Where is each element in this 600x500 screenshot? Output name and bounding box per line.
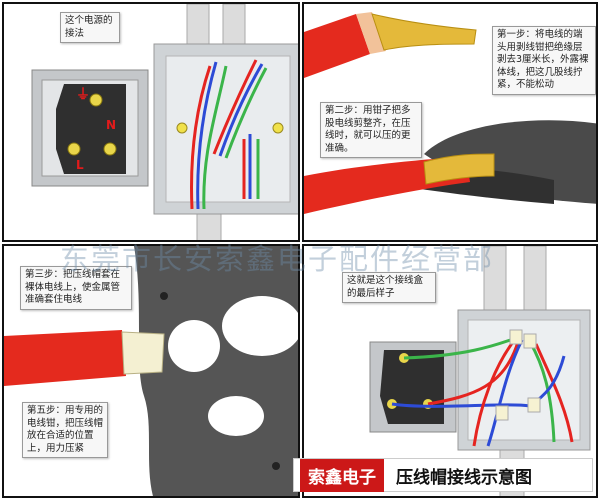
strip-cut-illustration [304, 12, 596, 214]
callout-final-box: 这就是这个接线盒的最后样子 [342, 272, 436, 303]
panel-socket-box-wiring: 这个电源的接法 ⏚ N L [2, 2, 300, 242]
crimp-illustration [4, 246, 298, 496]
callout-step1: 第一步：将电线的端头用剥线钳把绝缘层剥去3厘米长，外露裸体线，把这几股线拧紧，不… [492, 26, 596, 95]
caption-title: 压线帽接线示意图 [396, 467, 532, 488]
callout-step2: 第二步：用钳子把多股电线剪整齐，在压线时，就可以压的更准确。 [320, 102, 422, 158]
brand-label: 索鑫电子 [300, 458, 384, 492]
panel-strip-and-cut: 第一步：将电线的端头用剥线钳把绝缘层剥去3厘米长，外露裸体线，把这几股线拧紧，不… [302, 2, 598, 242]
callout-step3: 第三步：把压线帽套在裸体电线上，使金属管准确套住电线 [20, 266, 132, 310]
label-neutral: N [106, 118, 117, 132]
panel-final-box: 这就是这个接线盒的最后样子 [302, 244, 598, 498]
socket-box-illustration [31, 4, 298, 240]
panel-crimp-cap: 第三步：把压线帽套在裸体电线上，使金属管准确套住电线 第五步：用专用的电线钳，把… [2, 244, 300, 498]
label-ground: ⏚ [76, 87, 90, 103]
final-box-illustration [369, 246, 591, 496]
label-live: L [76, 158, 84, 172]
callout-step5: 第五步：用专用的电线钳，把压线帽放在合适的位置上，用力压紧 [22, 402, 108, 458]
callout-socket-wiring: 这个电源的接法 [60, 12, 120, 43]
caption-bar: 索鑫电子 压线帽接线示意图 [293, 458, 593, 492]
watermark: 东莞市长安索鑫电子配件经营部 [60, 242, 495, 276]
